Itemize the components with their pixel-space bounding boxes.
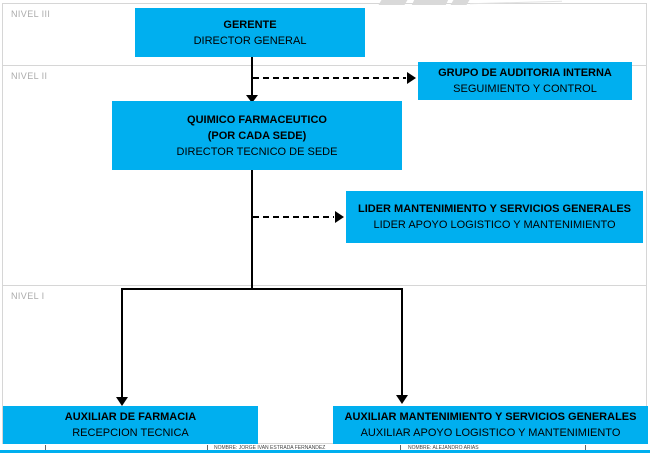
- node-gerente[interactable]: GERENTE DIRECTOR GENERAL: [135, 8, 365, 57]
- node-subtitle: AUXILIAR APOYO LOGISTICO Y MANTENIMIENTO: [360, 427, 621, 439]
- level-label-nivel-i: NIVEL I: [11, 291, 45, 301]
- node-title: LIDER MANTENIMIENTO Y SERVICIOS GENERALE…: [357, 203, 631, 215]
- node-lider-mantenimiento[interactable]: LIDER MANTENIMIENTO Y SERVICIOS GENERALE…: [346, 191, 643, 243]
- footer-divider-tick: [207, 445, 208, 451]
- node-title-2: (POR CADA SEDE): [207, 129, 307, 142]
- node-title: GRUPO DE AUDITORIA INTERNA: [438, 67, 612, 79]
- node-auxiliar-farmacia[interactable]: AUXILIAR DE FARMACIA RECEPCION TECNICA: [3, 406, 258, 444]
- footer-divider-tick: [400, 445, 401, 451]
- arrowhead-quimico: [246, 95, 258, 103]
- arrowhead-aux-farmacia: [116, 397, 128, 406]
- footer-divider-tick: [585, 445, 586, 451]
- node-title: QUIMICO FARMACEUTICO: [187, 113, 327, 126]
- level-label-nivel-ii: NIVEL II: [11, 71, 48, 81]
- node-quimico-farmaceutico[interactable]: QUIMICO FARMACEUTICO (POR CADA SEDE) DIR…: [112, 101, 402, 170]
- arrowhead-auditoria: [407, 72, 416, 84]
- node-title: GERENTE: [223, 18, 277, 31]
- footer-name-left: NOMBRE: JORGE IVAN ESTRADA FERNANDEZ: [214, 445, 326, 451]
- level-label-nivel-iii: NIVEL III: [11, 9, 51, 19]
- cutoff-blue-strip: [0, 450, 650, 453]
- arrowhead-aux-mantenimiento: [396, 395, 408, 404]
- arrowhead-lider: [335, 211, 344, 223]
- node-subtitle: LIDER APOYO LOGISTICO Y MANTENIMIENTO: [373, 219, 616, 231]
- node-subtitle: DIRECTOR TECNICO DE SEDE: [176, 145, 338, 158]
- node-subtitle: DIRECTOR GENERAL: [193, 34, 307, 47]
- node-auxiliar-mantenimiento[interactable]: AUXILIAR MANTENIMIENTO Y SERVICIOS GENER…: [333, 406, 648, 444]
- node-grupo-auditoria-interna[interactable]: GRUPO DE AUDITORIA INTERNA SEGUIMIENTO Y…: [418, 62, 632, 100]
- footer-name-right: NOMBRE: ALEJANDRO ARIAS: [408, 445, 479, 451]
- node-title: AUXILIAR MANTENIMIENTO Y SERVICIOS GENER…: [344, 411, 637, 423]
- node-subtitle: SEGUIMIENTO Y CONTROL: [453, 83, 597, 95]
- node-subtitle: RECEPCION TECNICA: [72, 427, 189, 439]
- node-title: AUXILIAR DE FARMACIA: [64, 411, 197, 423]
- footer-divider-tick: [45, 445, 46, 451]
